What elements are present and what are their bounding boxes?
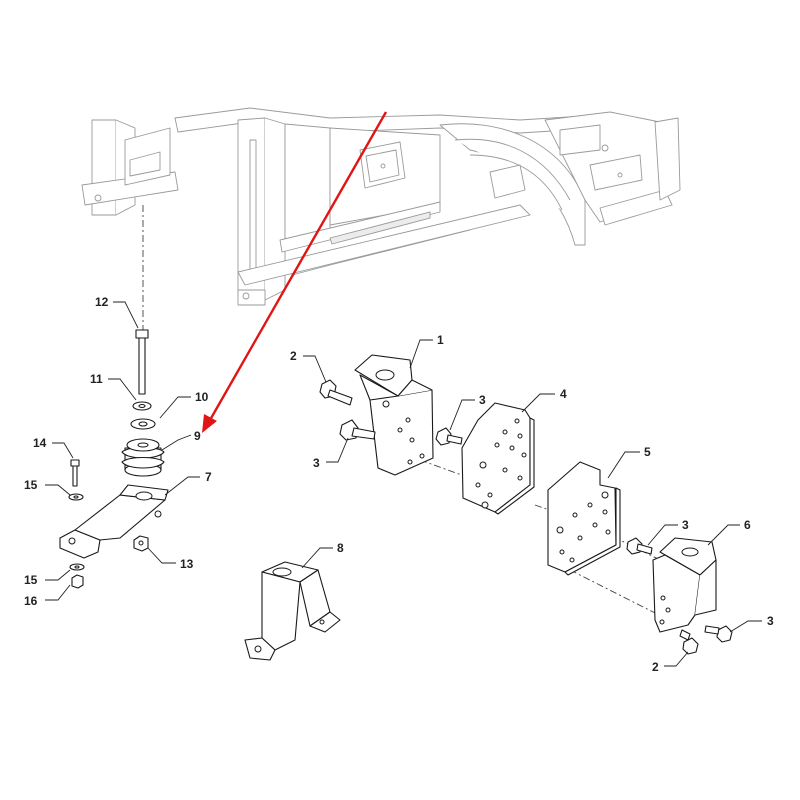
callout-2-upper: 2: [290, 349, 297, 363]
part-16-nut: [71, 574, 84, 589]
callout-16: 16: [24, 594, 38, 608]
part-7-bracket: [59, 484, 169, 559]
part-13-nut: [133, 535, 149, 552]
part-14-bolt: [70, 459, 80, 487]
part-3-bolt-middle: [435, 427, 463, 446]
highlight-arrow: [202, 111, 388, 433]
callout-8: 8: [337, 541, 344, 555]
cab-frame: [81, 107, 681, 306]
part-3-bolt-right-lower: [704, 625, 733, 643]
part-8-u-bracket: [244, 561, 341, 661]
callout-9: 9: [194, 429, 201, 443]
callout-13: 13: [180, 557, 194, 571]
callout-labels: 1 2 3 3 4 5 3 6 3 2 7 8 9 10 11 12 13 14…: [24, 295, 774, 674]
part-5-plate: [547, 461, 621, 576]
part-3-bolt-left: [339, 419, 376, 441]
part-15-washer-upper: [68, 493, 84, 501]
part-9-rubber-mount: [121, 438, 165, 477]
part-2-bolt-upper: [319, 379, 353, 406]
callout-2-lower: 2: [652, 660, 659, 674]
part-10-washer: [130, 418, 156, 430]
callout-11: 11: [90, 372, 103, 386]
callout-4: 4: [560, 387, 567, 401]
part-2-bolt-lower: [679, 629, 699, 655]
part-1-bracket: [354, 354, 434, 476]
callout-3-middle: 3: [479, 393, 486, 407]
callout-5: 5: [644, 445, 651, 459]
part-11-washer: [132, 401, 152, 411]
callout-3-right-lower: 3: [767, 614, 774, 628]
callout-10: 10: [195, 390, 209, 404]
part-3-bolt-right-upper: [626, 537, 653, 555]
callout-12: 12: [95, 295, 109, 309]
callout-15-upper: 15: [24, 478, 38, 492]
part-4-plate: [461, 402, 535, 515]
callout-15-lower: 15: [24, 573, 38, 587]
callout-1: 1: [437, 333, 444, 347]
part-15-washer-lower: [69, 563, 85, 571]
callout-3-left: 3: [313, 456, 320, 470]
part-12-long-bolt: [135, 329, 149, 395]
callout-14: 14: [33, 436, 47, 450]
part-6-bracket: [652, 537, 717, 633]
leader-lines: [45, 301, 762, 667]
callout-6: 6: [744, 518, 751, 532]
callout-7: 7: [205, 470, 212, 484]
callout-3-right-upper: 3: [682, 518, 689, 532]
